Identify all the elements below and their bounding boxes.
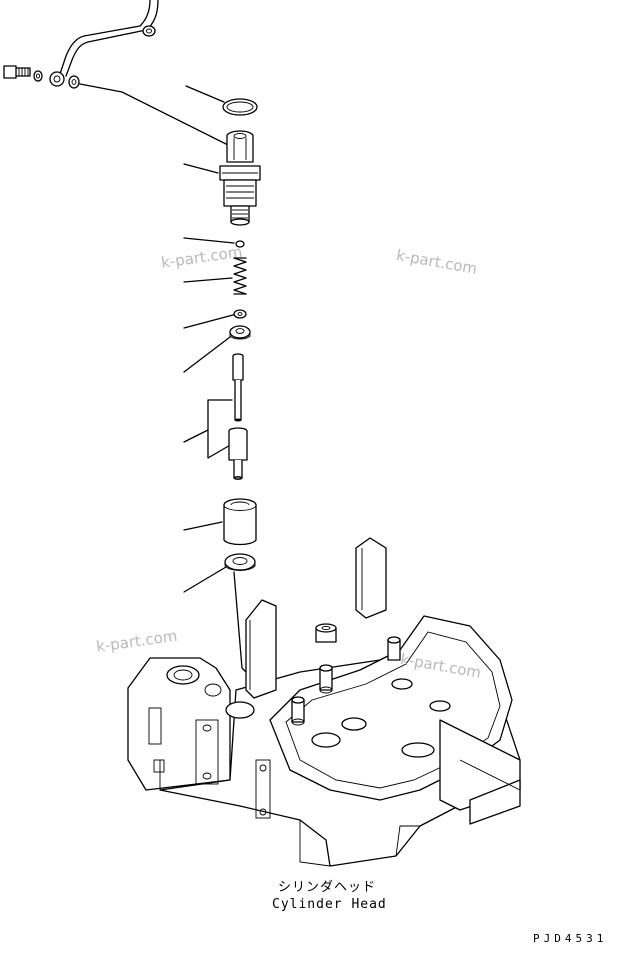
leader-line [183,566,227,593]
drawing-code: PJD4531 [533,932,608,945]
banjo-fitting [49,71,65,87]
nozzle [228,427,248,480]
washer [33,70,43,82]
washer [68,75,80,89]
stud [387,636,401,661]
leader-line [183,521,223,531]
cylinder-head [127,537,521,867]
caption-english: Cylinder Head [272,897,387,912]
leader-line [183,314,234,329]
push-rod [232,353,244,422]
banjo-bolt [3,65,31,79]
spring-seat [233,309,247,319]
o-ring [222,98,258,116]
leader-line [185,85,225,103]
fuel-pipe [59,0,159,77]
leader-line [79,83,239,151]
stud [319,664,333,694]
leader-line [183,277,233,283]
injector-holder [219,130,261,226]
stud [291,696,305,726]
spring [233,257,247,295]
leader-line [183,163,219,174]
sleeve [223,498,257,546]
leader-line [183,429,209,443]
stud [315,623,337,643]
seat-nut [229,325,251,340]
caption-japanese: シリンダヘッド [278,880,377,895]
leader-line [183,336,231,373]
shim [235,240,245,248]
leader-line [183,237,235,244]
gasket [224,553,256,571]
group-bracket [207,399,233,459]
